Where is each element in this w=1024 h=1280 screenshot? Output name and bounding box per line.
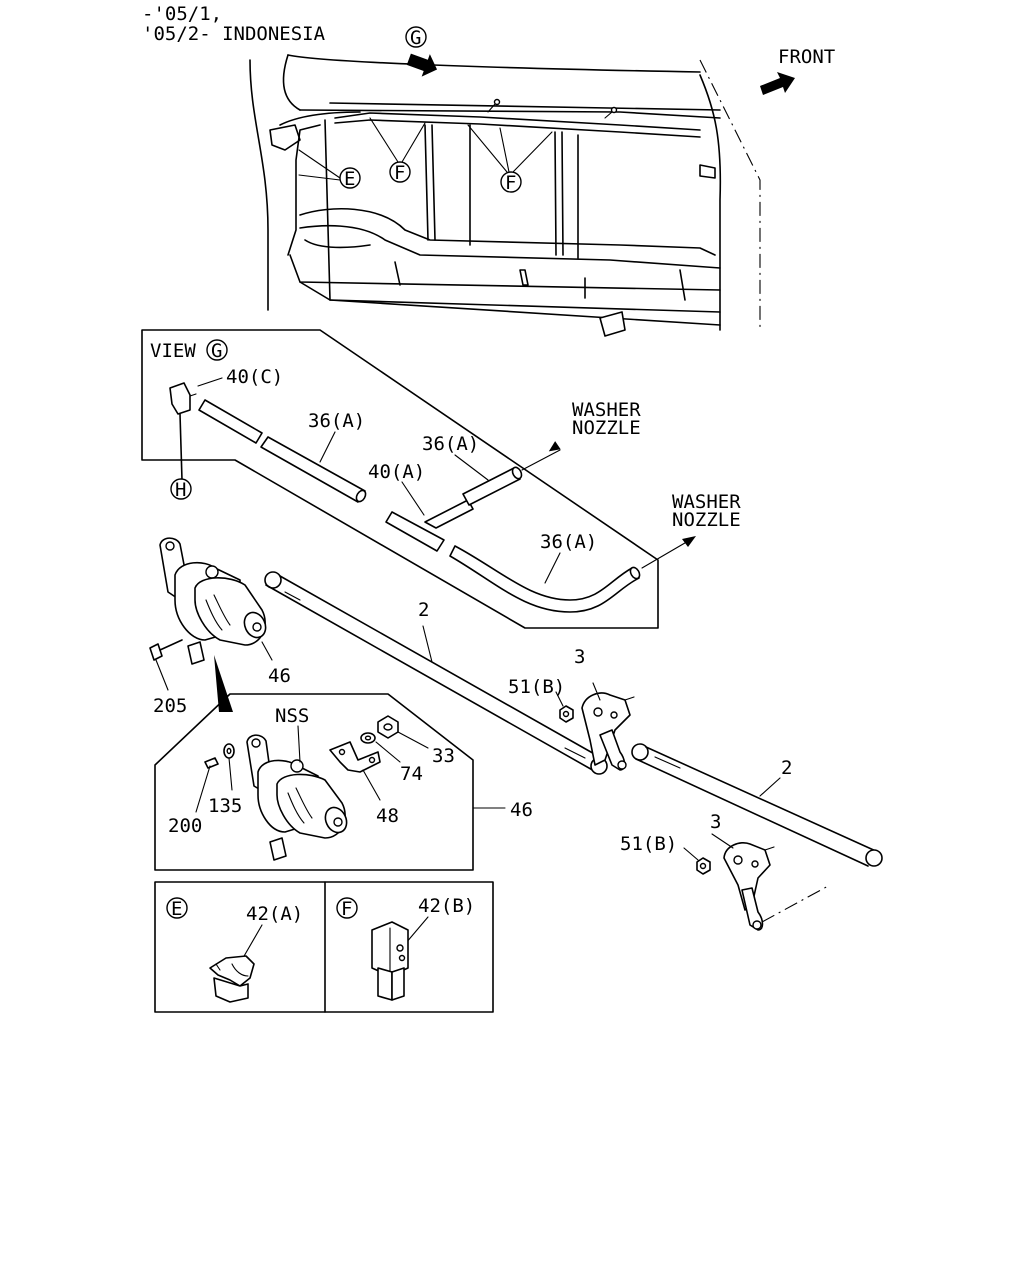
callout-33: 33 — [432, 745, 455, 767]
header-model-years: -'05/1, — [142, 3, 222, 25]
ref-g-circle-view — [206, 339, 228, 361]
ref-f-label-1: F — [394, 162, 405, 184]
callout-51b-lower: 51(B) — [620, 833, 677, 855]
ref-e-label-detail: E — [171, 898, 182, 920]
bolt-205 — [149, 639, 183, 661]
link-rod-2-main — [264, 571, 608, 775]
callout-nss: NSS — [275, 705, 309, 727]
washer-135 — [223, 743, 235, 759]
callout-42a: 42(A) — [246, 903, 303, 925]
vehicle-cowl-panel — [249, 54, 761, 337]
clip-42b — [371, 921, 409, 1001]
washer-nozzle-label-1b: NOZZLE — [572, 417, 641, 439]
callout-40c: 40(C) — [226, 366, 283, 388]
wiper-motor-46 — [159, 537, 267, 712]
view-g-frame — [141, 329, 659, 629]
washer-nozzle-label-2a: WASHER — [672, 491, 741, 513]
callout-2-lower: 2 — [781, 757, 792, 779]
ref-f-label-2: F — [505, 172, 516, 194]
ref-g-circle-top — [405, 26, 427, 48]
ref-g-label-top: G — [410, 27, 421, 49]
callout-200: 200 — [168, 815, 202, 837]
callout-40a: 40(A) — [368, 461, 425, 483]
ref-e-circle-detail — [166, 897, 188, 919]
callout-42b: 42(B) — [418, 895, 475, 917]
front-arrow-icon — [760, 72, 795, 95]
view-g-arrow-icon — [406, 53, 438, 77]
link-rod-2-secondary — [631, 743, 883, 867]
callout-74: 74 — [400, 763, 423, 785]
detail-e-f-frame — [154, 881, 494, 1013]
ref-h-circle — [170, 478, 192, 500]
callout-2-upper: 2 — [418, 599, 429, 621]
callout-3-lower: 3 — [710, 811, 721, 833]
ref-e-circle — [339, 167, 361, 189]
callout-36a-2: 36(A) — [422, 433, 479, 455]
motor-detail-frame — [154, 693, 474, 871]
wiper-pivot-3-lower — [723, 842, 775, 931]
washer-74 — [360, 732, 376, 744]
bracket-48 — [329, 741, 381, 773]
callout-46-main: 46 — [268, 665, 291, 687]
callout-36a-1: 36(A) — [308, 410, 365, 432]
tee-40a — [385, 499, 474, 552]
ref-f-label-detail: F — [341, 898, 352, 920]
ref-f-circle-2 — [500, 171, 522, 193]
bolt-200 — [204, 757, 219, 769]
ref-h-label: H — [175, 479, 186, 501]
callout-48: 48 — [376, 805, 399, 827]
hose-36a-branch — [462, 466, 523, 506]
callout-3-upper: 3 — [574, 646, 585, 668]
ref-g-label-view: G — [211, 340, 222, 362]
washer-nozzle-label-1a: WASHER — [572, 399, 641, 421]
clip-42a — [209, 955, 255, 1003]
callout-36a-3: 36(A) — [540, 531, 597, 553]
nut-51b-lower — [696, 857, 711, 875]
callout-51b-upper: 51(B) — [508, 676, 565, 698]
callout-46-detail: 46 — [510, 799, 533, 821]
ref-e-label: E — [344, 168, 355, 190]
ref-f-circle-1 — [389, 161, 411, 183]
washer-nozzle-label-2b: NOZZLE — [672, 509, 741, 531]
wiper-motor-detail — [246, 734, 348, 861]
view-g-label: VIEW — [150, 340, 196, 362]
front-label: FRONT — [778, 46, 835, 68]
header-region: '05/2- INDONESIA — [142, 23, 326, 45]
callout-135: 135 — [208, 795, 242, 817]
wiper-pivot-3-upper — [581, 692, 635, 771]
hose-36a-lower — [449, 545, 641, 613]
connector-40c — [169, 382, 197, 481]
ref-f-circle-detail — [336, 897, 358, 919]
hose-36a-upper — [198, 399, 367, 503]
nut-33 — [377, 715, 399, 739]
callout-205: 205 — [153, 695, 187, 717]
nut-51b-upper — [559, 705, 574, 723]
